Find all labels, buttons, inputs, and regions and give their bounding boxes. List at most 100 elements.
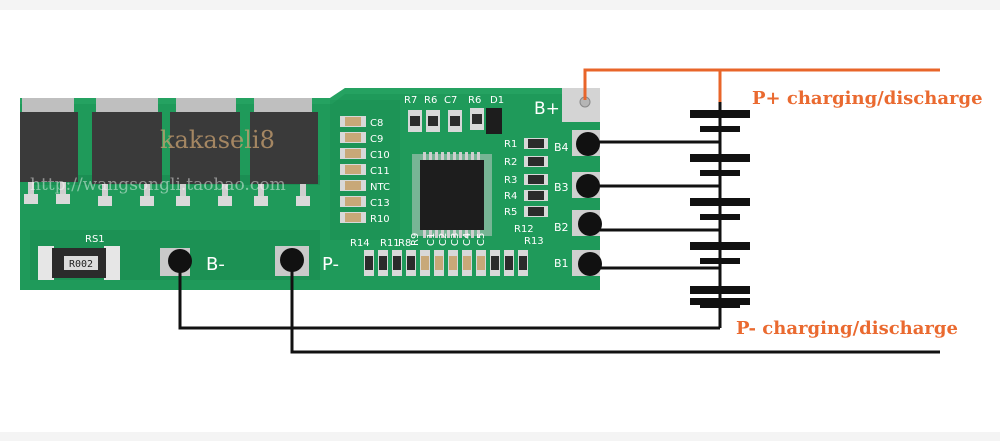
ic-pin <box>459 230 462 238</box>
bottom-component-label: C2 <box>438 233 449 246</box>
resistor-body <box>528 139 544 148</box>
b-plus-label: B+ <box>534 99 560 119</box>
p-plus-label: P+ charging/discharge <box>752 88 983 109</box>
p-minus-wire <box>290 262 940 354</box>
capacitor-label: C8 <box>370 118 383 129</box>
diode-d1 <box>486 108 502 134</box>
capacitor-label: R10 <box>370 214 390 225</box>
mosfet-q4 <box>250 98 318 206</box>
bottom-component-label: R9 <box>410 233 421 246</box>
capacitor-label: NTC <box>370 182 390 193</box>
battery-cell-long-plate <box>690 286 750 294</box>
ic-pins <box>423 152 480 238</box>
ic-pin <box>423 152 426 160</box>
bms-ic-chip <box>412 154 492 236</box>
bottom-component-label: R13 <box>524 236 544 247</box>
battery-cell-short-plate <box>700 126 740 132</box>
battery-cell-long-plate <box>690 242 750 250</box>
connection-dots <box>168 132 602 276</box>
ic-pin <box>471 230 474 238</box>
capacitor-body <box>345 165 361 174</box>
p-minus-label: P- charging/discharge <box>736 318 958 339</box>
rs1-marking: R002 <box>69 259 93 270</box>
smd-body <box>435 256 443 270</box>
battery-cell-long-plate <box>690 298 750 305</box>
ic-pin <box>441 152 444 160</box>
resistor-body <box>528 207 544 216</box>
smd-body <box>421 256 429 270</box>
top-component-label: R6 <box>424 95 437 106</box>
top-component-labels: R7 R6 C7 R6 D1 <box>404 95 504 106</box>
ic-pin <box>477 230 480 238</box>
capacitor-label: C10 <box>370 150 390 161</box>
top-component-label: C7 <box>444 95 457 106</box>
watermark-url: http://wangsongli.taobao.com <box>30 175 286 195</box>
ic-pin <box>477 152 480 160</box>
b4-dot <box>576 132 600 156</box>
resistor-label: R4 <box>504 191 517 202</box>
b4-label: B4 <box>554 141 569 154</box>
top-border <box>0 0 1000 10</box>
bottom-component-label: R14 <box>350 238 370 249</box>
bottom-component-label: C5 <box>476 233 487 246</box>
p-minus-dot <box>280 248 304 272</box>
capacitor-body <box>345 197 361 206</box>
bottom-border <box>0 432 1000 441</box>
smd-body <box>379 256 387 270</box>
mosfet-q1 <box>20 98 78 204</box>
ic-pin <box>435 152 438 160</box>
capacitor-body <box>345 181 361 190</box>
smd-body <box>428 116 438 126</box>
smd-body <box>491 256 499 270</box>
bottom-component-label: C3 <box>450 233 461 246</box>
resistor-label: R3 <box>504 175 517 186</box>
battery-cell-short-plate <box>700 170 740 176</box>
b1-dot <box>578 252 602 276</box>
battery-cells <box>690 110 750 308</box>
ic-pin <box>453 152 456 160</box>
bottom-component-label: R8 <box>398 238 411 249</box>
ic-pin <box>423 230 426 238</box>
b3-dot <box>576 174 600 198</box>
smd-body <box>410 116 420 126</box>
p-minus-board-label: P- <box>322 254 339 275</box>
smd-body <box>472 114 482 124</box>
rs1-label: RS1 <box>85 234 105 245</box>
ic-pin <box>435 230 438 238</box>
battery-cell-short-plate <box>700 258 740 264</box>
p-plus-wire <box>583 68 940 100</box>
mosfet-q3 <box>170 98 240 206</box>
resistor-label: R12 <box>514 224 534 235</box>
mosfet-q2 <box>92 98 162 206</box>
battery-cell-long-plate <box>690 154 750 162</box>
b-minus-label: B- <box>206 254 225 275</box>
bottom-component-label: R11 <box>380 238 400 249</box>
b-minus-wire <box>178 262 720 330</box>
ic-pin <box>447 230 450 238</box>
ic-pin <box>429 230 432 238</box>
resistor-label: R1 <box>504 139 517 150</box>
smd-body <box>393 256 401 270</box>
ic-pin <box>447 152 450 160</box>
ic-pin <box>453 230 456 238</box>
ic-pin <box>465 152 468 160</box>
top-component-label: R7 <box>404 95 417 106</box>
capacitor-label: C13 <box>370 198 390 209</box>
smd-body <box>449 256 457 270</box>
ic-pin <box>429 152 432 160</box>
bottom-component-label: C1 <box>426 233 437 246</box>
b3-label: B3 <box>554 181 569 194</box>
b-minus-dot <box>168 249 192 273</box>
top-components <box>408 108 502 134</box>
b1-label: B1 <box>554 257 569 270</box>
smd-body <box>519 256 527 270</box>
capacitor-label: C9 <box>370 134 383 145</box>
b2-dot <box>578 212 602 236</box>
top-component-label: D1 <box>490 95 504 106</box>
top-component-label: R6 <box>468 95 481 106</box>
smd-body <box>365 256 373 270</box>
